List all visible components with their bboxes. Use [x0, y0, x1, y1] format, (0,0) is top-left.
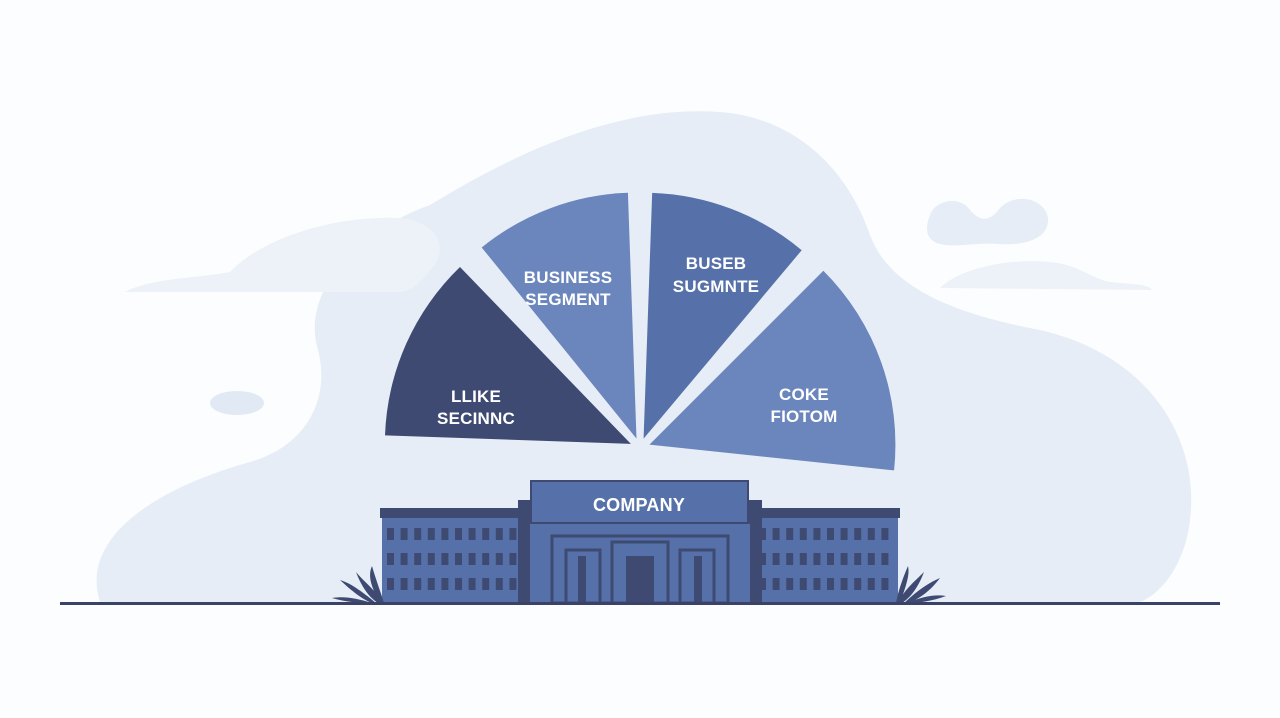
segment-1-label-line2: SECINNC — [437, 409, 515, 428]
window — [482, 553, 490, 565]
background-clouds — [96, 111, 1192, 603]
window — [759, 578, 766, 590]
building-right-wing-roof — [752, 508, 900, 518]
window — [400, 528, 408, 540]
left-plant — [332, 566, 384, 603]
window — [414, 528, 422, 540]
segment-2-label-line2: SEGMENT — [525, 290, 611, 309]
entrance-left-column — [578, 556, 586, 603]
window — [441, 578, 449, 590]
segment-wedges — [385, 192, 896, 471]
window — [468, 528, 476, 540]
window — [867, 528, 875, 540]
window — [482, 528, 490, 540]
left-wispy-cloud — [125, 217, 440, 292]
window — [813, 528, 821, 540]
window — [881, 553, 889, 565]
window — [427, 553, 435, 565]
ground-line — [60, 602, 1220, 605]
window — [468, 553, 476, 565]
window — [854, 553, 862, 565]
window — [854, 528, 862, 540]
right-plant — [896, 566, 946, 603]
window — [427, 528, 435, 540]
window — [455, 553, 462, 565]
window — [759, 528, 766, 540]
window — [482, 578, 490, 590]
segment-1-label-line1: LLIKE — [451, 387, 501, 406]
window — [387, 553, 394, 565]
segment-4-wedge — [649, 270, 896, 471]
window — [786, 578, 794, 590]
window — [786, 553, 794, 565]
segment-4-label-line2: FIOTOM — [771, 407, 838, 426]
window — [455, 528, 462, 540]
right-wispy-cloud — [940, 261, 1152, 290]
window — [881, 578, 889, 590]
window — [387, 528, 394, 540]
window — [881, 528, 889, 540]
window — [827, 578, 834, 590]
company-label: COMPANY — [593, 495, 685, 515]
window — [509, 528, 517, 540]
window — [827, 553, 834, 565]
window — [387, 578, 394, 590]
window — [840, 553, 848, 565]
window — [840, 528, 848, 540]
window — [468, 578, 476, 590]
segment-1-wedge — [385, 266, 631, 444]
large-background-cloud — [96, 111, 1192, 603]
entrance-door — [626, 556, 654, 603]
window — [400, 553, 408, 565]
window — [509, 578, 517, 590]
window — [400, 578, 408, 590]
window — [772, 578, 780, 590]
window — [495, 528, 503, 540]
window — [772, 528, 780, 540]
building-left-wing-roof — [380, 508, 528, 518]
segment-3-label-line1: BUSEB — [686, 254, 747, 273]
window — [854, 578, 862, 590]
company-building: COMPANY — [380, 480, 900, 605]
window — [455, 578, 462, 590]
window — [441, 553, 449, 565]
left-wing-windows — [387, 528, 517, 590]
right-wing-windows — [759, 528, 889, 590]
window — [867, 578, 875, 590]
segment-2-wedge — [481, 192, 637, 439]
window — [799, 553, 807, 565]
window — [414, 578, 422, 590]
window — [427, 578, 435, 590]
segment-4-label-line1: COKE — [779, 385, 829, 404]
window — [772, 553, 780, 565]
window — [495, 553, 503, 565]
window — [786, 528, 794, 540]
segment-3-wedge — [643, 192, 802, 439]
company-sign — [530, 480, 749, 524]
left-small-cloud — [210, 391, 264, 415]
entrance-right-column — [694, 556, 702, 603]
segment-2-label-line1: BUSINESS — [524, 268, 613, 287]
right-small-cloud — [927, 198, 1049, 246]
window — [414, 553, 422, 565]
window — [495, 578, 503, 590]
window — [840, 578, 848, 590]
segment-labels: LLIKE SECINNC BUSINESS SEGMENT BUSEB SUG… — [437, 254, 837, 428]
window — [509, 553, 517, 565]
window — [799, 528, 807, 540]
window — [441, 528, 449, 540]
window — [827, 528, 834, 540]
window — [799, 578, 807, 590]
window — [813, 553, 821, 565]
window — [759, 553, 766, 565]
window — [867, 553, 875, 565]
segment-3-label-line2: SUGMNTE — [673, 277, 759, 296]
window — [813, 578, 821, 590]
